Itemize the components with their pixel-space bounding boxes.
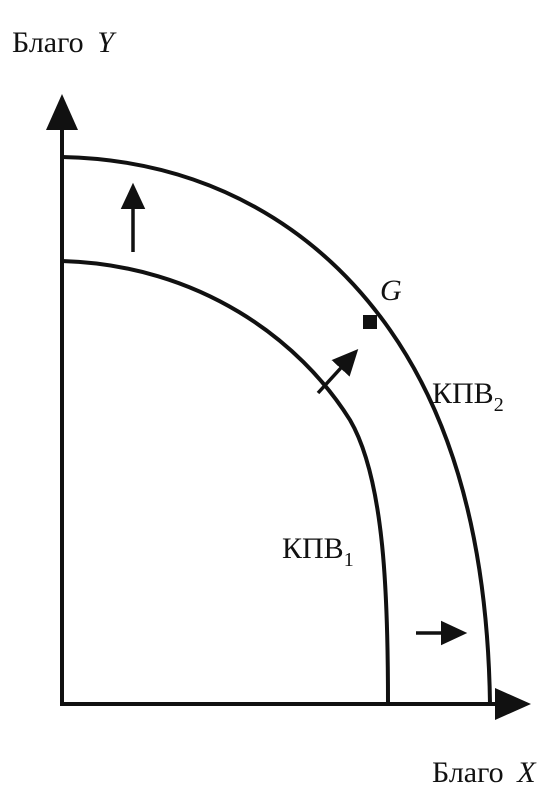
x-axis-label-var: X xyxy=(516,756,537,789)
ppf-curve-2-label-base: КПВ xyxy=(432,377,494,410)
ppf-curve-2 xyxy=(61,155,492,705)
ppf-curve-1 xyxy=(61,259,390,705)
ppf-curve-1-label-base: КПВ xyxy=(282,532,344,565)
ppf-curve-2-label: КПВ2 xyxy=(432,377,504,416)
y-axis-label: Благо Y xyxy=(12,26,117,59)
y-axis-label-name: Благо xyxy=(12,26,84,59)
ppf-curve-1-label-sub: 1 xyxy=(344,549,354,571)
point-g-label: G xyxy=(380,274,402,307)
ppf-curve-2-label-sub: 2 xyxy=(494,394,504,416)
x-axis-label-name: Благо xyxy=(432,756,504,789)
shift-arrow-diagonal xyxy=(316,348,359,395)
ppf-curve-1-label: КПВ1 xyxy=(282,532,354,571)
y-axis-label-var: Y xyxy=(97,26,117,59)
x-axis-label: Благо X xyxy=(432,756,537,789)
point-g-marker xyxy=(363,315,377,329)
